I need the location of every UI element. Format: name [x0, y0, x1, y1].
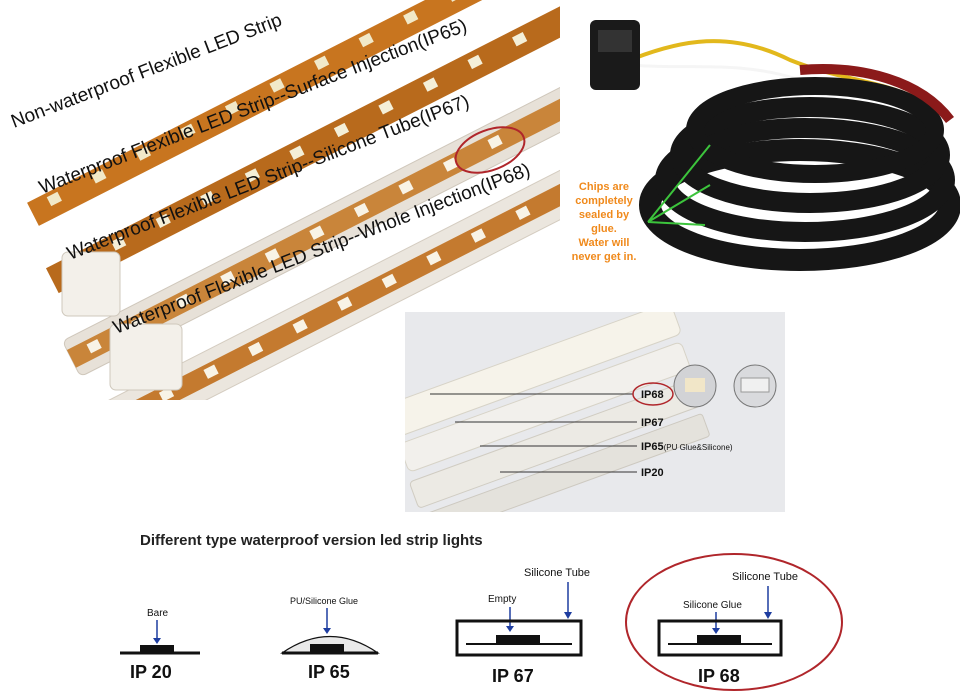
ip20-text: IP 20 — [130, 662, 172, 682]
ip67-text: IP 67 — [492, 666, 534, 686]
ip68-diagram: Silicone Tube Silicone Glue IP 68 — [625, 553, 843, 691]
silicone-glue-label-68: Silicone Glue — [683, 600, 742, 611]
callout-line-5: Water will — [579, 237, 630, 249]
led-reel-photo: Chips are completely sealed by glue. Wat… — [560, 0, 960, 300]
waterproof-diagram: Different type waterproof version led st… — [120, 532, 843, 691]
ip-comparison-photo: IP68 IP67 IP65(PU Glue&Silicone) IP20 — [405, 312, 785, 512]
ip67-label: IP67 — [641, 417, 664, 429]
ip68-red-circle — [632, 382, 674, 406]
ip68-highlight-ellipse — [625, 553, 843, 691]
ip20-label: IP20 — [641, 467, 664, 479]
ip20-diagram: Bare IP 20 — [120, 608, 200, 682]
sealed-callout: Chips are completely sealed by glue. Wat… — [572, 181, 637, 263]
ip65-text: IP 65 — [308, 662, 350, 682]
ip67-diagram: Silicone Tube Empty IP 67 — [455, 567, 590, 686]
callout-pointers — [647, 144, 711, 226]
strip-whole-injection — [90, 148, 580, 400]
end-cap-4 — [109, 323, 183, 391]
diagram-title: Different type waterproof version led st… — [140, 532, 483, 549]
end-cap-3 — [61, 251, 121, 317]
coiled-strip — [639, 77, 960, 271]
ip68-text: IP 68 — [698, 666, 740, 686]
callout-line-4: glue. — [591, 223, 617, 235]
silicone-tube-label-67: Silicone Tube — [524, 567, 590, 579]
silicone-tube-label-68: Silicone Tube — [732, 571, 798, 583]
ip65-label-text: IP65 — [641, 441, 664, 453]
bare-label: Bare — [147, 608, 169, 619]
callout-line-2: completely — [575, 195, 633, 207]
ip65-label: IP65(PU Glue&Silicone) — [641, 441, 733, 453]
led-strips-photo: Non-waterproof Flexible LED Strip Waterp… — [8, 0, 580, 400]
callout-line-1: Chips are — [579, 181, 629, 193]
strip-non-waterproof — [27, 0, 574, 226]
callout-line-6: never get in. — [572, 251, 637, 263]
ip65-diagram: PU/Silicone Glue IP 65 — [280, 596, 380, 682]
ip68-label: IP68 — [641, 389, 664, 401]
ip65-note: (PU Glue&Silicone) — [664, 443, 733, 452]
callout-line-3: sealed by — [579, 209, 630, 221]
strip-silicone-tube — [63, 70, 580, 376]
pu-glue-label: PU/Silicone Glue — [290, 596, 358, 606]
ip68-highlight-circle — [454, 126, 526, 174]
comparison-strips — [405, 312, 710, 512]
empty-label: Empty — [488, 594, 516, 605]
